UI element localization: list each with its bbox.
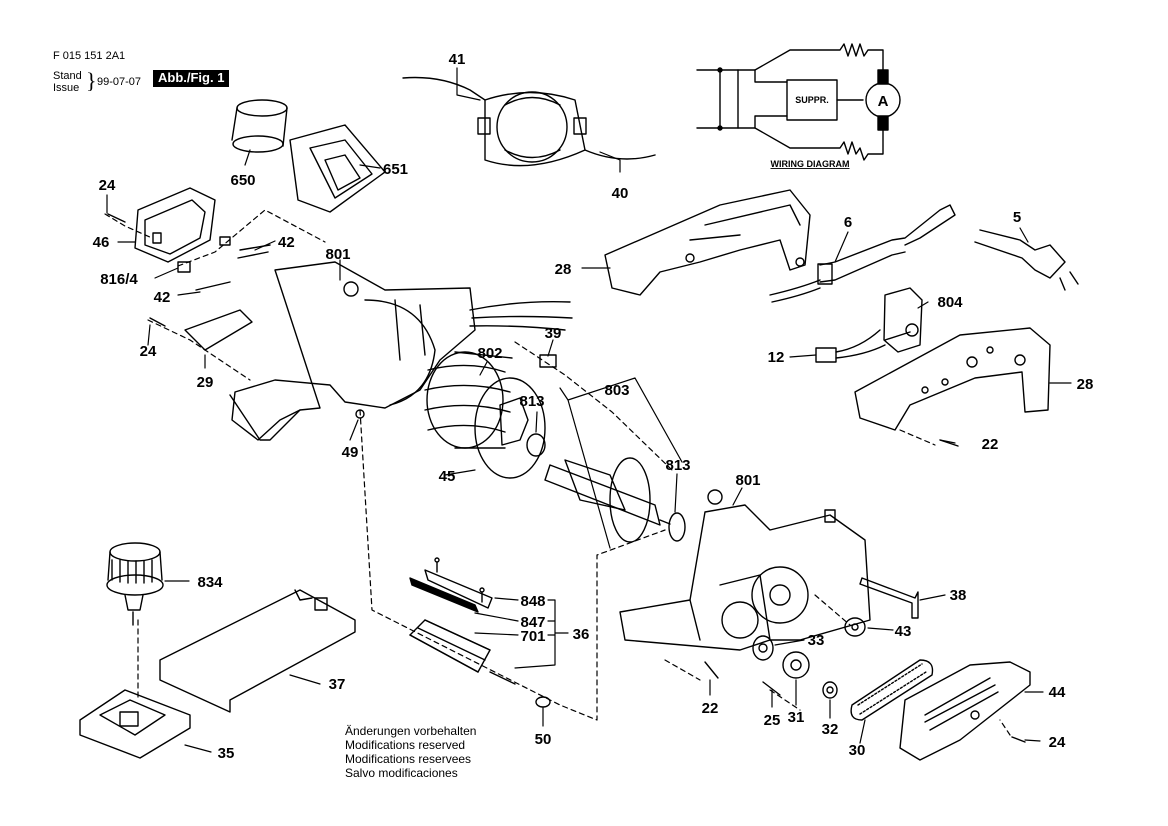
part-label-45: 45 [439, 468, 456, 485]
housing-left [184, 261, 573, 441]
motor-symbol: A [878, 93, 889, 110]
part-label-42b: 42 [154, 289, 171, 306]
part-label-40: 40 [612, 185, 629, 202]
part-label-30: 30 [849, 742, 866, 759]
assembly-lines [104, 209, 1011, 736]
part-label-22b: 22 [702, 700, 719, 717]
handle-side [854, 327, 1051, 431]
part-label-33: 33 [808, 632, 825, 649]
part-label-834: 834 [197, 574, 223, 591]
part-label-49: 49 [342, 444, 359, 461]
part-label-41: 41 [449, 51, 466, 68]
part-label-24b: 24 [140, 343, 157, 360]
part-label-25: 25 [764, 712, 781, 729]
part-label-24c: 24 [1049, 734, 1066, 751]
notice-line: Modifications reserved [345, 738, 466, 752]
part-label-24a: 24 [99, 177, 116, 194]
small-hardware [107, 213, 1026, 743]
part-labels: 41 650 651 40 24 46 42 816/4 801 42 24 2… [93, 51, 1094, 762]
stator [424, 351, 546, 479]
handle-top [604, 189, 811, 296]
part-label-802: 802 [477, 345, 502, 362]
part-label-43: 43 [895, 623, 912, 640]
base-shoe [159, 589, 356, 713]
issue-label: Issue [53, 82, 80, 94]
chip-chute [231, 99, 386, 213]
part-label-701: 701 [520, 628, 545, 645]
housing-right [619, 489, 871, 651]
front-shoe [79, 689, 191, 759]
part-label-44: 44 [1049, 684, 1066, 701]
part-label-22a: 22 [982, 436, 999, 453]
notice-line: Änderungen vorbehalten [345, 724, 477, 738]
part-label-847: 847 [520, 614, 545, 631]
handle-cap [134, 187, 216, 263]
part-label-801a: 801 [325, 246, 350, 263]
part-label-28b: 28 [1077, 376, 1094, 393]
part-label-813a: 813 [519, 393, 544, 410]
part-label-35: 35 [218, 745, 235, 762]
part-label-50: 50 [535, 731, 552, 748]
power-cord [769, 204, 1079, 303]
notice-line: Salvo modificaciones [345, 766, 458, 780]
part-label-6: 6 [844, 214, 852, 231]
part-label-42a: 42 [278, 234, 295, 251]
capacitor [815, 329, 886, 363]
part-label-39: 39 [545, 325, 562, 342]
part-label-813b: 813 [665, 457, 690, 474]
part-label-12: 12 [768, 349, 785, 366]
part-label-31: 31 [788, 709, 805, 726]
wiring-caption: WIRING DIAGRAM [771, 159, 850, 169]
brace-glyph: } [86, 68, 97, 93]
suppressor-label: SUPPR. [795, 95, 829, 105]
pulley-assembly [752, 577, 919, 699]
part-label-36: 36 [573, 626, 590, 643]
part-label-32: 32 [822, 721, 839, 738]
wiring-diagram [696, 43, 901, 161]
part-label-650: 650 [230, 172, 255, 189]
modifications-notice: Änderungen vorbehalten Modifications res… [345, 724, 476, 780]
blade-drum [409, 557, 551, 708]
part-label-46: 46 [93, 234, 110, 251]
drive-belt [850, 659, 934, 721]
notice-line: Modifications reservees [345, 752, 472, 766]
armature [544, 457, 686, 543]
part-label-5: 5 [1013, 209, 1021, 226]
part-label-804: 804 [937, 294, 963, 311]
part-label-28a: 28 [555, 261, 572, 278]
part-label-29: 29 [197, 374, 214, 391]
part-label-651: 651 [383, 161, 408, 178]
part-label-848: 848 [520, 593, 545, 610]
stand-label: Stand [53, 70, 82, 82]
field-coil [402, 76, 656, 167]
document-code: F 015 151 2A1 [53, 50, 126, 62]
switch [883, 287, 923, 353]
part-label-801b: 801 [735, 472, 760, 489]
leader-lines [106, 67, 1072, 753]
belt-cover [899, 661, 1031, 761]
part-label-38: 38 [950, 587, 967, 604]
figure-badge: Abb./Fig. 1 [153, 70, 230, 87]
part-label-816-4: 816/4 [100, 271, 138, 288]
issue-date: 99-07-07 [97, 76, 142, 88]
depth-knob [106, 542, 164, 626]
part-label-803: 803 [604, 382, 629, 399]
part-label-37: 37 [329, 676, 346, 693]
